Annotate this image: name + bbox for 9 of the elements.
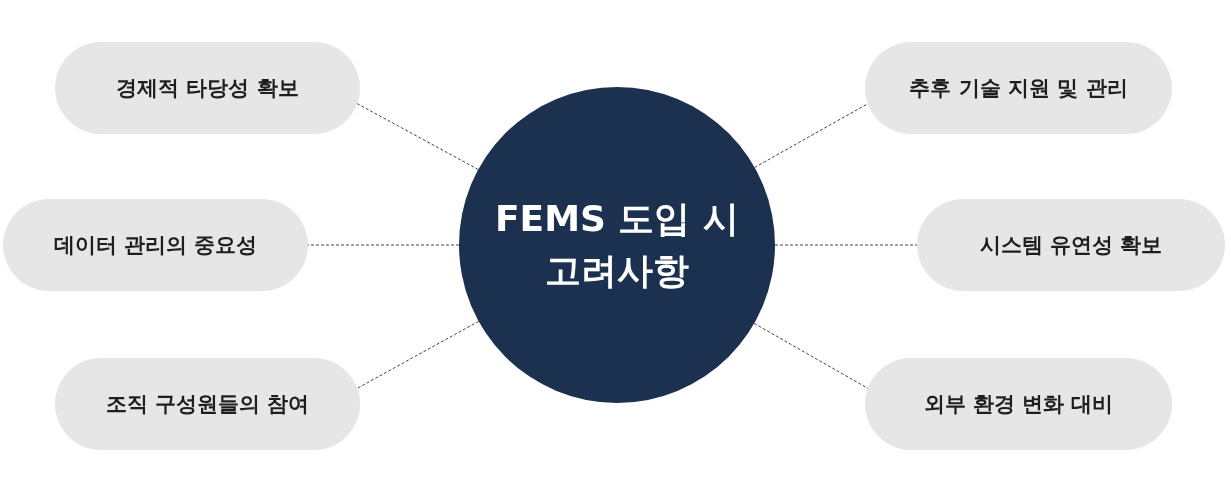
topic-label: 추후 기술 지원 및 관리 [909, 75, 1128, 102]
topic-label: 경제적 타당성 확보 [116, 75, 299, 102]
center-title: FEMS 도입 시 고려사항 [494, 196, 740, 293]
topic-label: 시스템 유연성 확보 [979, 232, 1163, 259]
topic-label: 데이터 관리의 중요성 [53, 232, 258, 259]
dashed-connector [355, 102, 479, 170]
dashed-connector [355, 320, 480, 390]
topic-label: 조직 구성원들의 참여 [105, 391, 310, 418]
topic-label: 외부 환경 변화 대비 [923, 391, 1114, 418]
